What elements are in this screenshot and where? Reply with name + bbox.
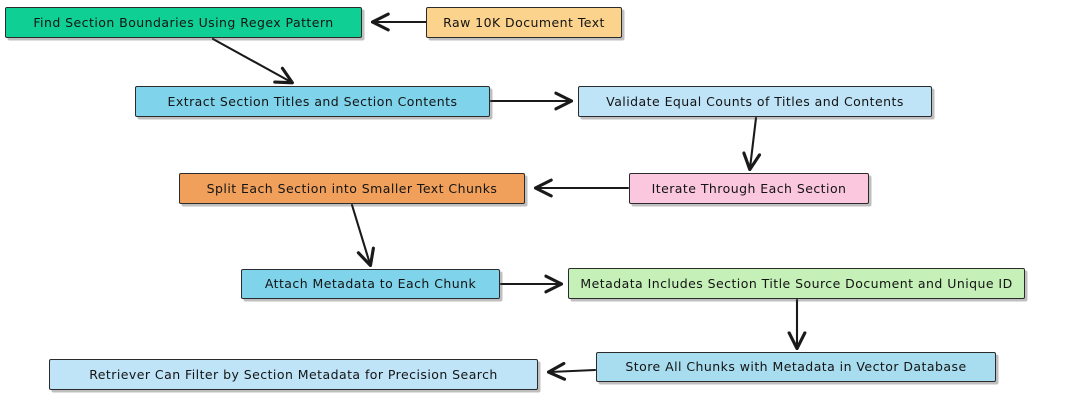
edge-split-to-attach	[350, 203, 375, 268]
node-label: Extract Section Titles and Section Conte…	[167, 93, 458, 109]
node-label: Validate Equal Counts of Titles and Cont…	[606, 93, 904, 109]
node-extract-titles[interactable]: Extract Section Titles and Section Conte…	[135, 86, 490, 117]
node-label: Split Each Section into Smaller Text Chu…	[206, 180, 498, 196]
node-metadata-includes[interactable]: Metadata Includes Section Title Source D…	[568, 268, 1025, 299]
node-label: Raw 10K Document Text	[443, 14, 605, 30]
node-label: Metadata Includes Section Title Source D…	[580, 275, 1013, 291]
node-find-boundaries[interactable]: Find Section Boundaries Using Regex Patt…	[5, 7, 362, 38]
edge-store-to-retriever	[546, 361, 597, 381]
node-label: Retriever Can Filter by Section Metadata…	[89, 366, 498, 382]
node-retriever-filter[interactable]: Retriever Can Filter by Section Metadata…	[49, 359, 538, 390]
node-label: Find Section Boundaries Using Regex Patt…	[33, 14, 334, 30]
node-attach-metadata[interactable]: Attach Metadata to Each Chunk	[241, 269, 500, 299]
node-validate-counts[interactable]: Validate Equal Counts of Titles and Cont…	[578, 86, 932, 117]
edge-find-to-extract	[211, 37, 294, 85]
node-split-chunks[interactable]: Split Each Section into Smaller Text Chu…	[179, 173, 525, 204]
node-iterate-sections[interactable]: Iterate Through Each Section	[629, 173, 869, 204]
node-raw-text[interactable]: Raw 10K Document Text	[426, 7, 622, 38]
node-label: Store All Chunks with Metadata in Vector…	[625, 359, 967, 375]
edge-validate-to-iterate	[742, 116, 762, 172]
node-label: Attach Metadata to Each Chunk	[264, 276, 477, 292]
node-store-chunks[interactable]: Store All Chunks with Metadata in Vector…	[596, 352, 996, 382]
node-label: Iterate Through Each Section	[651, 180, 847, 196]
